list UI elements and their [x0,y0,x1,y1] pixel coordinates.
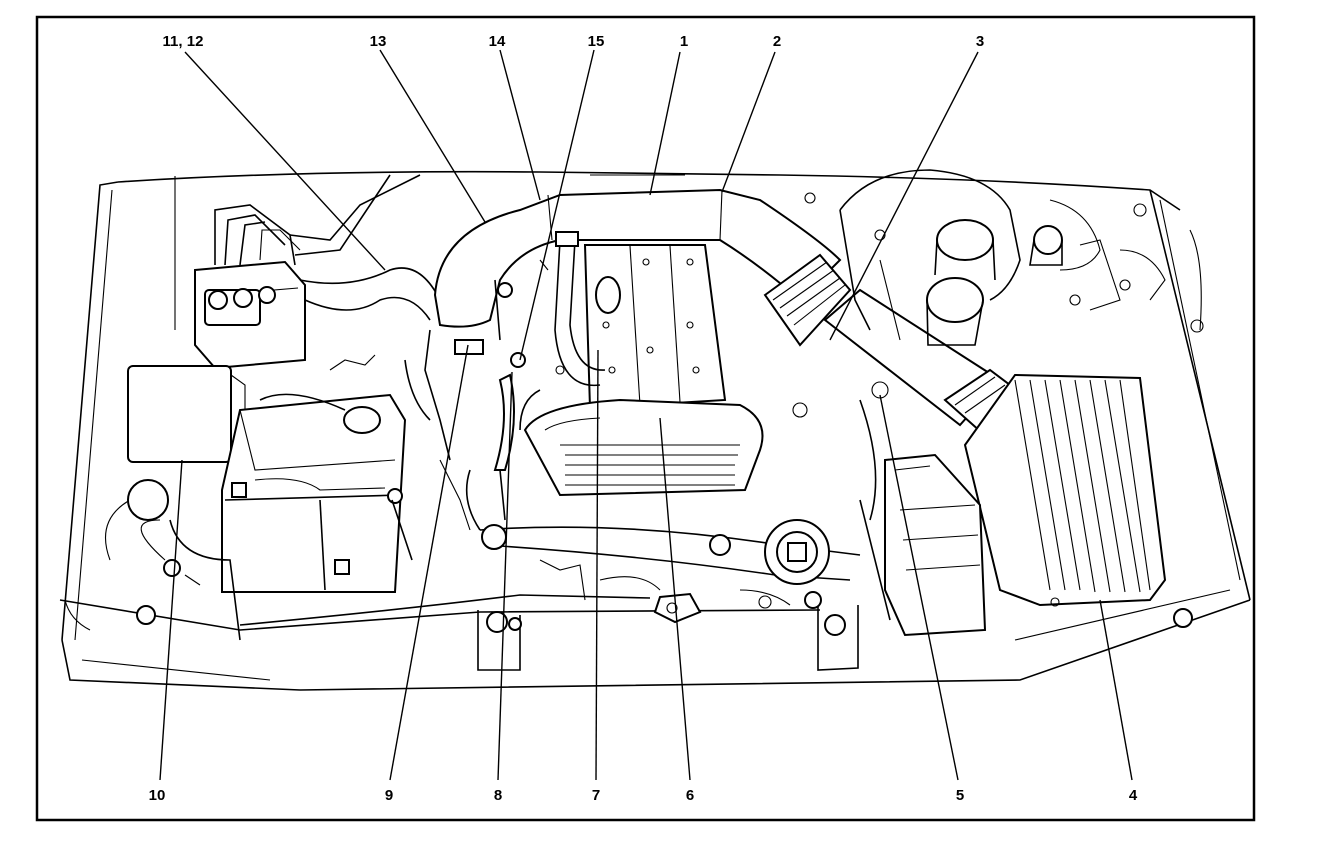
leader-8 [497,371,513,781]
callout-6: 6 [686,787,694,804]
leader-10 [159,459,183,781]
intake-bellows [763,253,1032,442]
leader-14 [499,49,541,201]
leader-9 [389,344,469,781]
callout-13: 13 [370,33,387,50]
battery [221,393,413,593]
engine-bay-illustration [59,169,1251,691]
wiring-harness [163,459,651,641]
callout-1: 1 [680,33,688,50]
callout-8: 8 [494,787,502,804]
callout-4: 4 [1129,787,1138,804]
callout-7: 7 [592,787,600,804]
air-cleaner-housing [963,373,1167,607]
leader-5 [879,394,959,781]
leader-1 [649,51,681,196]
abs-modulator [194,174,441,371]
cylinder-head-cover [583,244,727,410]
brake-booster [792,169,1166,418]
callout-5: 5 [956,787,964,804]
body-outline [59,170,1251,691]
intake-plenum [523,398,764,497]
callout-9: 9 [385,787,393,804]
callout-2: 2 [773,33,781,50]
coolant-reservoir [859,399,987,637]
leader-3 [829,51,979,341]
leader-7 [595,349,599,781]
leader-11-12 [184,51,386,271]
callout-14: 14 [489,33,506,50]
leader-4 [1099,599,1133,781]
callout-labels: 11, 12 13 14 15 1 2 3 10 9 8 7 6 5 4 [149,33,1138,804]
leader-15 [519,49,595,361]
callout-11-12: 11, 12 [163,33,204,50]
leader-13 [379,49,486,223]
leader-2 [721,51,776,193]
callout-10: 10 [149,787,166,804]
callout-15: 15 [588,33,605,50]
fuse-relay-box [127,365,246,463]
accessory-drive [465,469,861,671]
engine-hoses [404,231,606,471]
callout-leaders [159,49,1133,781]
callout-3: 3 [976,33,984,50]
leader-6 [659,417,691,781]
